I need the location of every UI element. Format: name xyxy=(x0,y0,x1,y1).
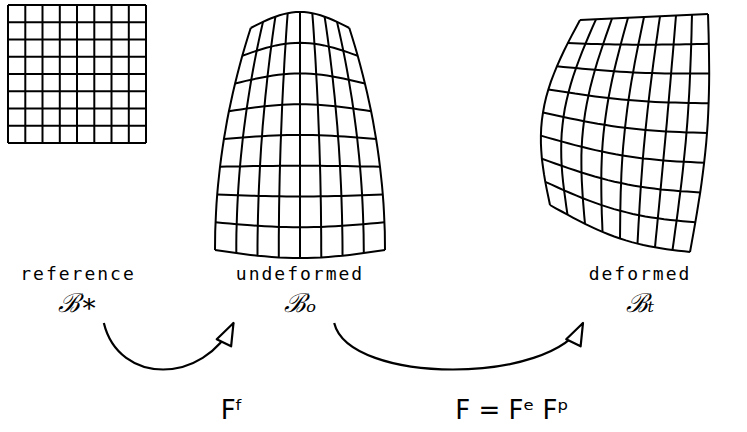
grid-line xyxy=(128,5,130,143)
open-arrowhead xyxy=(566,323,583,346)
configuration-figure: deformedℬₜ xyxy=(545,0,735,320)
grid-line xyxy=(216,222,385,227)
arrow-curve xyxy=(334,323,583,370)
grid-line xyxy=(220,166,380,167)
grid-line xyxy=(638,16,661,243)
reference-grid xyxy=(8,5,146,143)
grid-line xyxy=(312,13,321,257)
configuration-symbol: ℬₒ xyxy=(284,286,316,320)
grid-line xyxy=(8,125,146,127)
grid-line xyxy=(215,250,385,258)
grid-line xyxy=(550,205,690,252)
mapping-label: Fᶠ xyxy=(218,395,247,425)
grid-line xyxy=(337,22,364,253)
grid-line xyxy=(541,136,704,163)
configuration-symbol: ℬₜ xyxy=(626,286,654,320)
configuration-name: undeformed xyxy=(236,262,364,286)
grid-line xyxy=(8,142,146,144)
configuration-name: deformed xyxy=(589,262,692,286)
grid-line xyxy=(8,108,146,110)
grid-line xyxy=(145,5,147,143)
grid-line xyxy=(224,135,376,139)
configuration-name: reference xyxy=(20,262,136,286)
grid-line xyxy=(217,195,383,197)
grid-line xyxy=(673,15,693,250)
grid-line xyxy=(545,182,695,222)
configuration-figure: referenceℬ∗ xyxy=(2,0,154,320)
deformed-grid xyxy=(541,14,709,252)
undeformed-grid xyxy=(215,12,385,258)
grid-line xyxy=(543,113,707,134)
grid-line xyxy=(325,17,343,256)
configuration-figure: undeformedℬₒ xyxy=(205,0,395,320)
open-arrowhead xyxy=(217,323,234,346)
curved-arrow xyxy=(334,323,583,370)
grid-line xyxy=(349,28,385,250)
configuration-symbol: ℬ∗ xyxy=(58,286,98,320)
curved-arrow xyxy=(104,323,234,370)
arrow-curve xyxy=(104,323,234,370)
grid-line xyxy=(655,16,676,248)
grid-line xyxy=(8,73,146,75)
grid-line xyxy=(690,14,709,252)
grid-line xyxy=(111,5,113,143)
grid-line xyxy=(542,159,700,193)
grid-line xyxy=(8,90,146,92)
mapping-label: F = Fᵉ Fᵖ xyxy=(452,395,571,425)
grid-line xyxy=(93,5,95,143)
